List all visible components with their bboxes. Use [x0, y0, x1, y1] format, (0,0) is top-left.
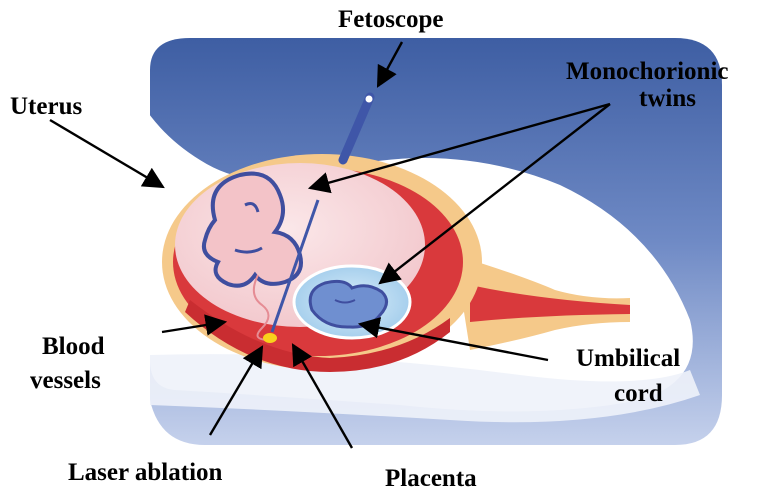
label-cord: cord	[614, 380, 663, 407]
label-laser-ablation: Laser ablation	[68, 459, 223, 486]
label-uterus: Uterus	[10, 93, 82, 120]
label-fetoscope: Fetoscope	[338, 6, 444, 33]
label-monochorionic: Monochorionic	[566, 58, 729, 85]
label-umbilical: Umbilical	[576, 345, 680, 372]
laser-ablation-point	[263, 333, 277, 343]
small-twin-fetus	[294, 266, 410, 338]
label-blood: Blood	[42, 333, 105, 360]
label-twins: twins	[639, 85, 696, 112]
label-placenta: Placenta	[385, 465, 477, 492]
label-vessels: vessels	[30, 367, 101, 394]
